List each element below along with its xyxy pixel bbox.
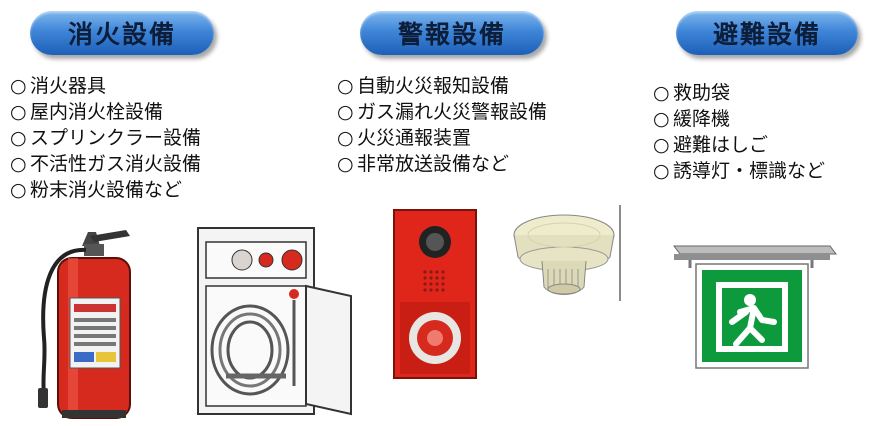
category-title-alarm: 警報設備 bbox=[360, 11, 544, 55]
list-item: ○不活性ガス消火設備 bbox=[10, 153, 202, 175]
hydrant-cabinet-icon bbox=[197, 227, 352, 416]
list-item: ○屋内消火栓設備 bbox=[10, 101, 164, 123]
category-title-evacuation: 避難設備 bbox=[676, 11, 858, 55]
evacuation-list: ○救助袋 ○緩降機 ○避難はしご ○誘導灯・標識など bbox=[653, 80, 825, 184]
alarm-list: ○自動火災報知設備 ○ガス漏れ火災警報設備 ○火災通報装置 ○非常放送設備など bbox=[337, 73, 547, 177]
list-item: ○自動火災報知設備 bbox=[337, 75, 510, 97]
list-item: ○粉末消火設備など bbox=[10, 179, 183, 201]
smoke-detector-icon bbox=[513, 205, 621, 301]
fire-extinguisher-icon bbox=[38, 230, 131, 419]
list-item: ○救助袋 bbox=[653, 82, 731, 104]
category-title-fire-extinguishing: 消火設備 bbox=[30, 11, 214, 55]
list-item: ○緩降機 bbox=[653, 108, 731, 130]
list-item: ○ガス漏れ火災警報設備 bbox=[337, 101, 548, 123]
list-item: ○火災通報装置 bbox=[337, 127, 472, 149]
list-item: ○消火器具 bbox=[10, 75, 107, 97]
emergency-exit-sign-icon bbox=[673, 245, 837, 369]
fire-extinguishing-list: ○消火器具 ○屋内消火栓設備 ○スプリンクラー設備 ○不活性ガス消火設備 ○粉末… bbox=[10, 73, 201, 203]
list-item: ○非常放送設備など bbox=[337, 153, 510, 175]
list-item: ○スプリンクラー設備 bbox=[10, 127, 202, 149]
list-item: ○避難はしご bbox=[653, 134, 769, 156]
fire-alarm-panel-icon bbox=[393, 209, 477, 379]
list-item: ○誘導灯・標識など bbox=[653, 160, 826, 182]
